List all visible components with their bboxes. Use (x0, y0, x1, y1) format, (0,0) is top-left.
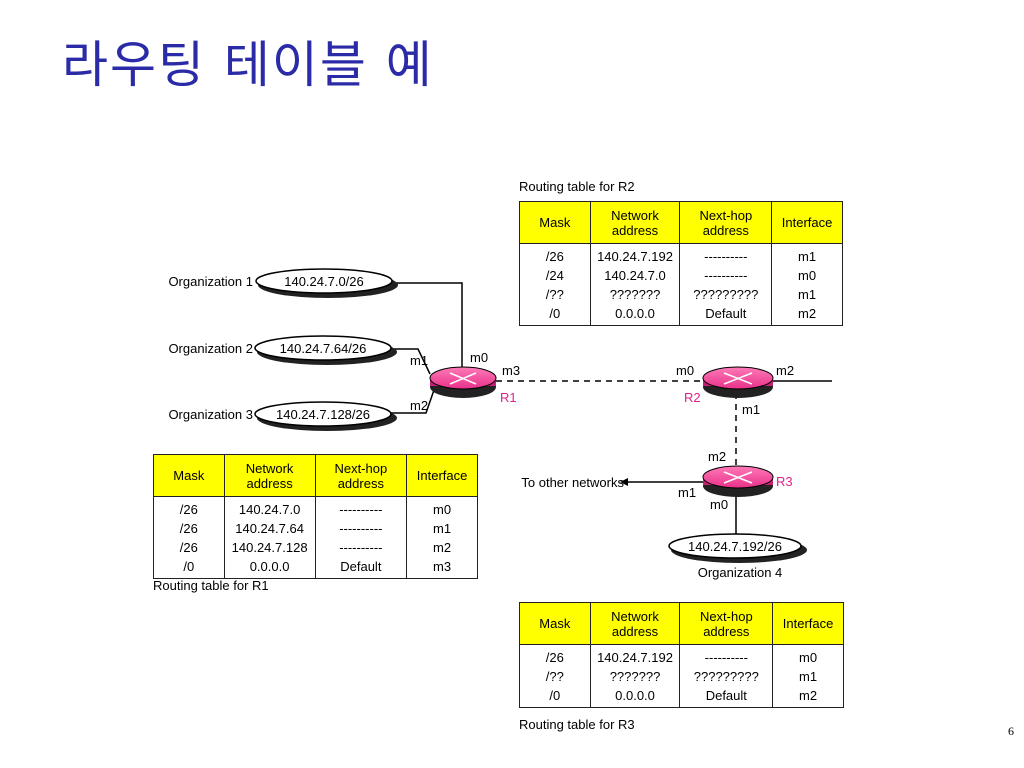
r3-m0-label: m0 (710, 497, 728, 512)
org3-label: Organization 3 (168, 407, 253, 422)
r2-m1-label: m1 (742, 402, 760, 417)
r2-name: R2 (684, 390, 701, 405)
router-r3-icon (702, 465, 774, 497)
r1-m0-label: m0 (470, 350, 488, 365)
slide-title: 라우팅 테이블 예 (62, 36, 434, 94)
header-mask: Mask (519, 602, 591, 645)
link-r1-org3 (388, 389, 435, 414)
r1-name: R1 (500, 390, 517, 405)
arrow-head (620, 478, 628, 486)
router-r1-icon (429, 366, 497, 398)
org1-network-oval (255, 268, 393, 294)
r1-m2-label: m2 (410, 398, 428, 413)
org2-network-oval (254, 335, 392, 361)
header-mask: Mask (153, 454, 225, 497)
org3-network-oval (254, 401, 392, 427)
r2-table-caption: Routing table for R2 (519, 179, 635, 194)
org4-network-oval (668, 533, 802, 559)
header-interface: Interface (772, 602, 844, 645)
org2-label: Organization 2 (168, 341, 253, 356)
r1-m1-label: m1 (410, 353, 428, 368)
r3-m1-label: m1 (678, 485, 696, 500)
table-row: /????????? ?????????m1 (519, 667, 844, 686)
link-r1-org2 (386, 348, 431, 375)
link-r1-org1 (390, 282, 463, 372)
r2-m2-label: m2 (776, 363, 794, 378)
org4-network-text: 140.24.7.192/26 (688, 539, 782, 554)
org1-label: Organization 1 (168, 274, 253, 289)
r2-m0-label: m0 (676, 363, 694, 378)
r3-name: R3 (776, 474, 793, 489)
table-row: /????????? ?????????m1 (519, 285, 843, 304)
links (386, 282, 832, 538)
header-interface: Interface (771, 201, 843, 244)
org1-network-text: 140.24.7.0/26 (284, 274, 364, 289)
r1-table-caption: Routing table for R1 (153, 578, 269, 593)
r3-table-caption: Routing table for R3 (519, 717, 635, 732)
network-ovals (254, 268, 807, 563)
header-interface: Interface (406, 454, 478, 497)
org2-network-text: 140.24.7.64/26 (280, 341, 367, 356)
r1-m3-label: m3 (502, 363, 520, 378)
org4-label: Organization 4 (698, 565, 783, 580)
page-number: 6 (1008, 724, 1014, 738)
other-networks-label: To other networks (521, 475, 624, 490)
org3-network-text: 140.24.7.128/26 (276, 407, 370, 422)
r3-m2-label: m2 (708, 449, 726, 464)
header-mask: Mask (519, 201, 591, 244)
router-r2-icon (702, 366, 774, 398)
